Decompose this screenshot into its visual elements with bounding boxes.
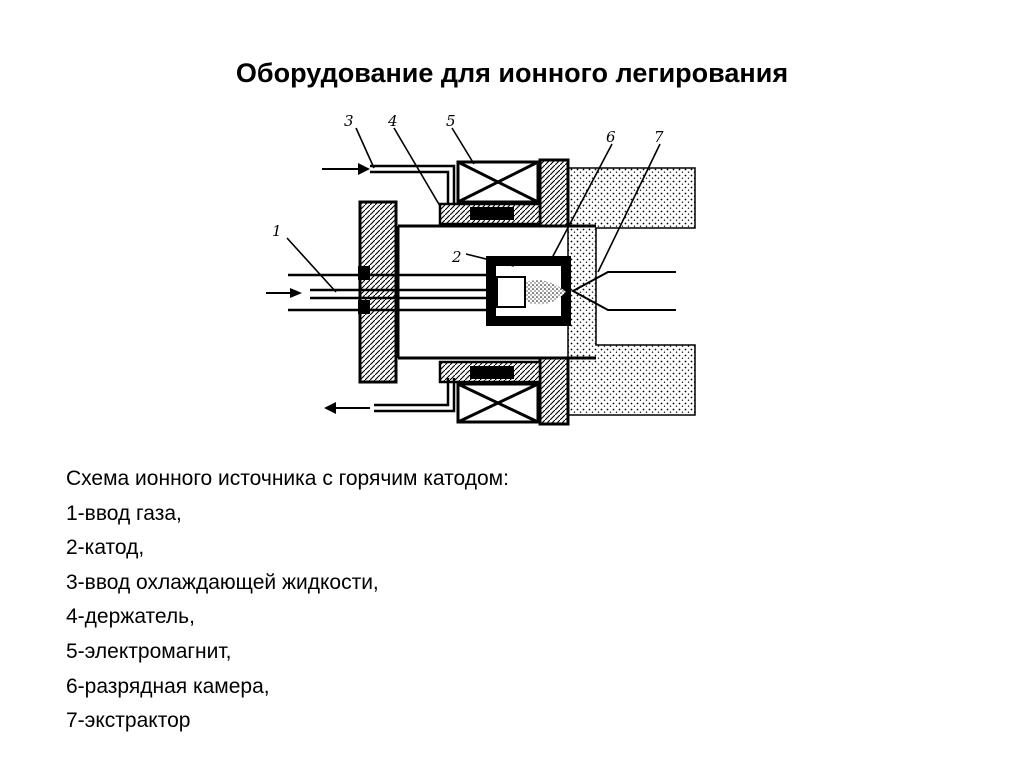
coolant-inlet-arrow	[322, 163, 370, 175]
label-3: 3	[344, 112, 354, 130]
gas-inlet-arrow	[266, 288, 302, 298]
leader-lines	[286, 127, 661, 293]
caption-item: 2-катод,	[66, 536, 145, 560]
left-flange	[358, 200, 398, 384]
caption: Схема ионного источника с горячим катодо…	[66, 462, 766, 739]
caption-item: 5-электромагнит,	[66, 639, 232, 663]
extractor	[570, 271, 676, 311]
label-6: 6	[606, 128, 616, 146]
holder	[438, 202, 542, 384]
dotted-wall	[567, 167, 696, 416]
coolant-pipes	[370, 164, 456, 413]
gas-inlet-tube	[288, 273, 496, 312]
caption-item: 1-ввод газа,	[66, 501, 182, 525]
label-4: 4	[387, 112, 398, 130]
electromagnet	[456, 160, 540, 424]
discharge-chamber	[486, 256, 571, 326]
ion-source-diagram: 1 2 3 4 5 6 7	[266, 112, 696, 426]
caption-item: 6-разрядная камера,	[66, 674, 270, 698]
label-5: 5	[446, 112, 456, 130]
right-flange	[538, 158, 570, 426]
caption-item: 3-ввод охлаждающей жидкости,	[66, 570, 379, 594]
caption-item: 4-держатель,	[66, 605, 195, 629]
plasma-region	[526, 280, 566, 305]
label-7: 7	[654, 128, 664, 146]
caption-heading: Схема ионного источника с горячим катодо…	[66, 467, 509, 490]
slide-title: Оборудование для ионного легирования	[235, 58, 789, 88]
label-1: 1	[272, 222, 282, 240]
diagram-labels: 1 2 3 4 5 6 7	[272, 112, 664, 266]
label-2: 2	[451, 248, 462, 266]
coolant-outlet-arrow	[324, 402, 370, 414]
caption-item: 7-экстрактор	[66, 709, 191, 733]
